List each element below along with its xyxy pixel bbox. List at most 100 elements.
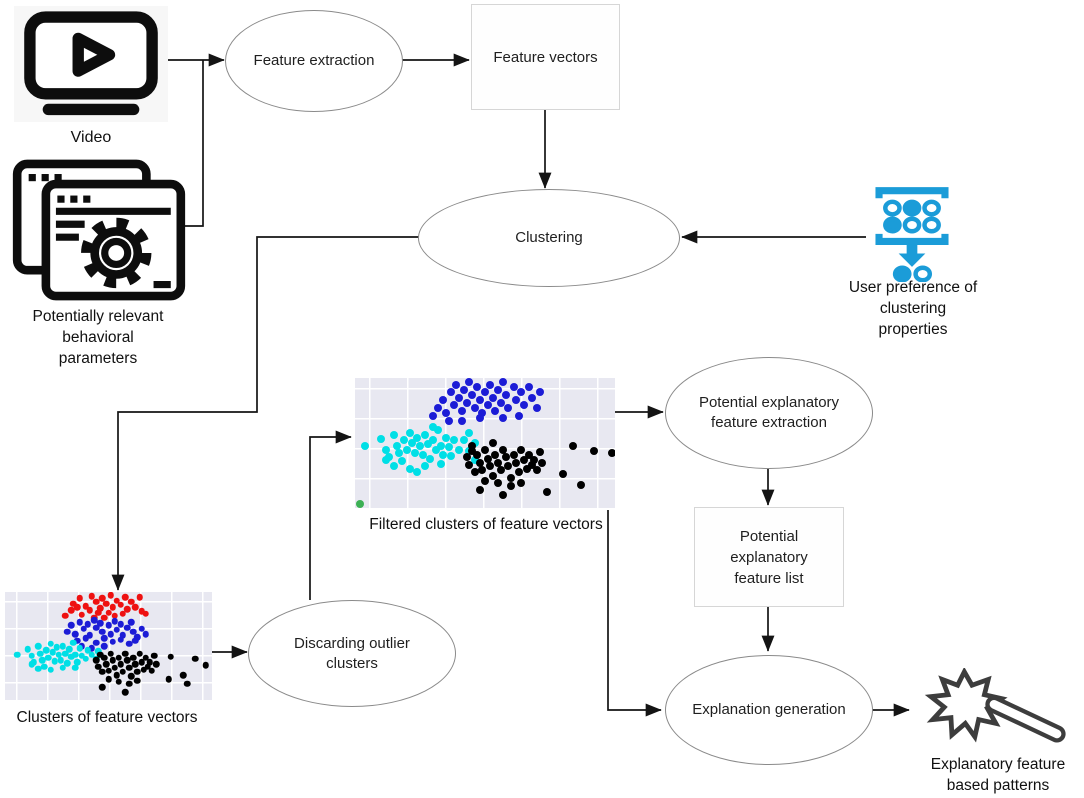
black-cluster-point — [465, 461, 474, 470]
black-cluster-point — [543, 488, 552, 497]
blue-cluster-point — [514, 411, 523, 420]
green-outlier-point — [356, 500, 365, 508]
potential-feature-extraction-node: Potential explanatory feature extraction — [665, 357, 873, 469]
blue-cluster-point — [449, 401, 458, 410]
cyan-cluster-point — [82, 655, 89, 663]
filter-dot — [883, 199, 902, 217]
black-cluster-point — [142, 654, 149, 662]
filtered-clusters-plot — [355, 378, 615, 508]
blue-cluster-point — [109, 638, 116, 645]
cyan-cluster-point — [43, 647, 50, 654]
cyan-cluster-point — [395, 449, 404, 458]
cyan-cluster-point — [28, 661, 36, 668]
cyan-cluster-point — [14, 651, 21, 658]
blue-cluster-point — [72, 630, 79, 638]
black-cluster-point — [167, 653, 174, 661]
red-cluster-point — [103, 600, 110, 608]
red-cluster-point — [94, 609, 102, 616]
cyan-cluster-point — [390, 462, 398, 471]
red-cluster-point — [142, 610, 149, 617]
cyan-cluster-point — [436, 441, 445, 450]
cyan-cluster-point — [382, 445, 391, 454]
black-cluster-point — [134, 677, 141, 684]
black-cluster-point — [125, 664, 133, 671]
blue-cluster-point — [142, 630, 149, 638]
black-cluster-point — [473, 450, 482, 459]
black-cluster-point — [535, 448, 544, 457]
edge-discarding-to-filtered-plot — [309, 430, 352, 600]
blue-cluster-point — [473, 383, 482, 392]
blue-cluster-point — [468, 390, 476, 399]
cyan-cluster-point — [465, 428, 474, 437]
cyan-cluster-point — [78, 652, 85, 659]
cyan-cluster-point — [47, 640, 54, 648]
black-cluster-point — [138, 658, 145, 666]
black-cluster-point — [134, 668, 141, 676]
cyan-cluster-point — [41, 663, 48, 670]
red-cluster-point — [113, 597, 121, 604]
black-cluster-point — [491, 450, 500, 459]
red-cluster-point — [117, 601, 125, 609]
black-cluster-point — [496, 466, 505, 475]
blue-cluster-point — [457, 406, 466, 415]
cyan-cluster-point — [421, 462, 430, 471]
black-cluster-point — [92, 656, 100, 664]
blue-cluster-point — [520, 401, 528, 410]
cyan-cluster-point — [39, 656, 46, 664]
black-cluster-point — [507, 474, 515, 483]
magic-wand-icon — [910, 668, 1076, 754]
black-cluster-point — [478, 466, 487, 475]
cyan-cluster-point — [470, 455, 479, 464]
black-cluster-point — [509, 450, 518, 459]
black-cluster-point — [107, 650, 114, 657]
cyan-cluster-point — [434, 426, 443, 434]
black-cluster-point — [144, 663, 152, 670]
red-cluster-point — [109, 603, 116, 611]
cyan-cluster-point — [72, 651, 79, 658]
blue-cluster-point — [130, 628, 137, 636]
cyan-cluster-point — [67, 653, 75, 661]
cyan-cluster-point — [59, 642, 67, 650]
black-cluster-point — [152, 661, 160, 668]
cyan-cluster-point — [74, 658, 81, 666]
red-cluster-point — [96, 604, 104, 612]
black-cluster-point — [462, 453, 471, 462]
red-cluster-point — [74, 603, 81, 611]
black-cluster-point — [146, 658, 154, 666]
black-cluster-point — [470, 467, 479, 476]
video-label: Video — [70, 129, 112, 146]
potential-feature-list-node: Potential explanatory feature list — [694, 507, 844, 607]
edge-filtered-plot-to-explanation — [607, 510, 662, 717]
blue-cluster-point — [82, 635, 89, 642]
cyan-cluster-point — [49, 649, 56, 656]
black-cluster-point — [483, 454, 492, 463]
blue-cluster-point — [92, 624, 100, 631]
cyan-cluster-point — [65, 645, 73, 653]
starburst — [924, 668, 1008, 743]
blue-cluster-point — [452, 380, 461, 389]
blue-cluster-point — [512, 396, 521, 405]
cyan-cluster-point — [72, 664, 79, 671]
blue-cluster-point — [434, 403, 443, 412]
cyan-cluster-point — [382, 455, 391, 464]
video-icon — [14, 6, 168, 122]
black-cluster-point — [475, 485, 484, 494]
black-cluster-point — [501, 453, 510, 462]
red-cluster-point — [101, 614, 108, 622]
cyan-cluster-point — [84, 647, 92, 654]
black-cluster-point — [99, 683, 106, 691]
blue-cluster-point — [442, 409, 450, 418]
clustering-label: Clustering — [515, 229, 583, 246]
cyan-cluster-point — [429, 436, 437, 445]
blue-cluster-point — [447, 388, 456, 397]
feature-extraction-label: Feature extraction — [253, 52, 375, 69]
cyan-cluster-point — [460, 436, 469, 445]
red-cluster-point — [61, 612, 69, 619]
red-cluster-point — [119, 610, 127, 617]
blue-cluster-point — [494, 385, 502, 394]
blue-cluster-point — [496, 398, 505, 407]
blue-cluster-point — [475, 414, 484, 423]
red-cluster-point — [128, 598, 135, 605]
feature-extraction-node: Feature extraction — [225, 10, 403, 112]
blue-cluster-point — [527, 393, 536, 402]
